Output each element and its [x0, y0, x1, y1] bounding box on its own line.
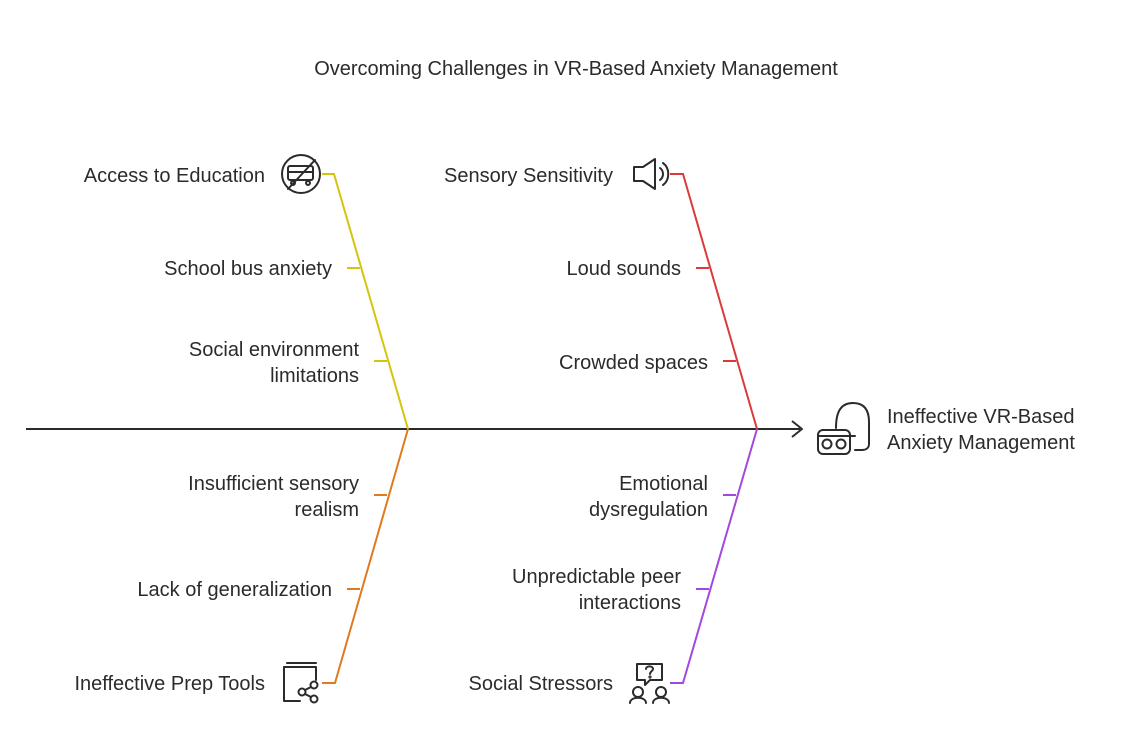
cause-insufficient-sensory-realism-line-1: Insufficient sensory	[188, 473, 359, 495]
diagram-title: Overcoming Challenges in VR-Based Anxiet…	[314, 58, 838, 80]
effect-group: Ineffective VR-Based Anxiety Management	[817, 402, 1075, 455]
cause-emotional-dysregulation-line-1: Emotional	[619, 473, 708, 495]
bone-ineffective-prep-tools	[322, 428, 409, 684]
bone-sensory-sensitivity	[670, 173, 758, 430]
cause-crowded-spaces: Crowded spaces	[559, 352, 708, 374]
cause-insufficient-sensory-realism-line-2: realism	[295, 499, 359, 521]
category-label-sensory-sensitivity: Sensory Sensitivity	[444, 165, 613, 187]
effect-label-line-2: Anxiety Management	[887, 432, 1075, 454]
bone-access-to-education	[322, 173, 409, 430]
cause-social-environment-line-2: limitations	[270, 365, 359, 387]
category-label-ineffective-prep-tools: Ineffective Prep Tools	[75, 673, 266, 695]
cause-lack-of-generalization: Lack of generalization	[137, 579, 332, 601]
category-label-social-stressors: Social Stressors	[469, 673, 614, 695]
effect-label-line-1: Ineffective VR-Based	[887, 406, 1075, 428]
cause-social-environment-line-1: Social environment	[189, 339, 360, 361]
category-label-access-to-education: Access to Education	[84, 165, 265, 187]
bone-social-stressors	[670, 428, 758, 684]
people-question-icon	[629, 663, 670, 704]
speaker-icon	[633, 158, 670, 190]
no-bus-icon	[281, 154, 321, 194]
cause-loud-sounds: Loud sounds	[566, 258, 681, 280]
cause-school-bus-anxiety: School bus anxiety	[164, 258, 332, 280]
share-tool-icon	[283, 662, 319, 704]
cause-unpredictable-peer-interactions-line-1: Unpredictable peer	[512, 566, 681, 588]
vr-headset-icon	[817, 402, 870, 455]
spine	[26, 420, 803, 438]
cause-unpredictable-peer-interactions-line-2: interactions	[579, 592, 681, 614]
cause-emotional-dysregulation-line-2: dysregulation	[589, 499, 708, 521]
